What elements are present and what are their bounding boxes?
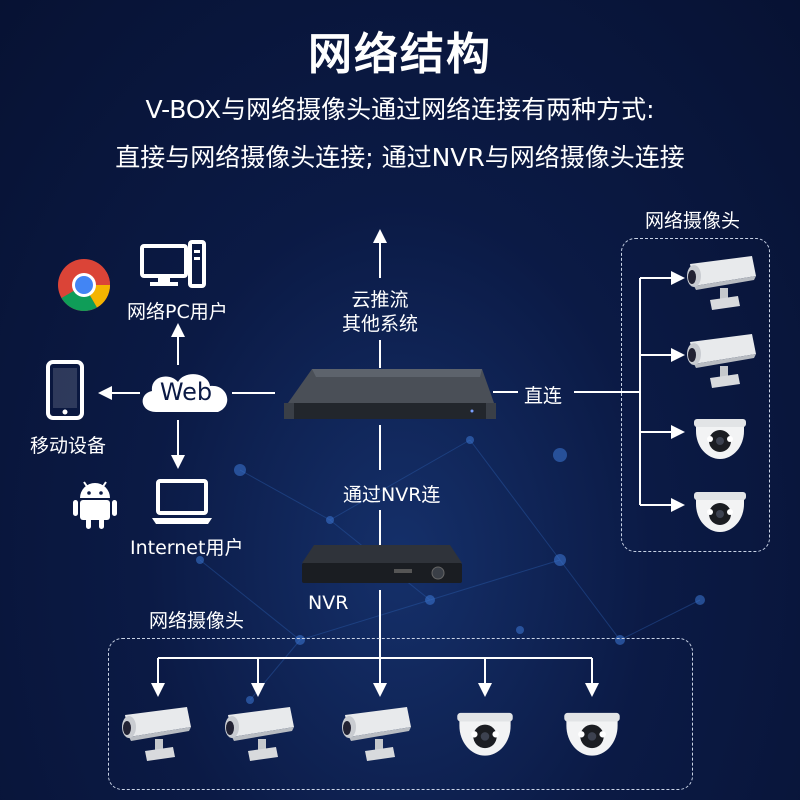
- bullet-camera-icon: [115, 703, 195, 763]
- internet-user-label: Internet用户: [130, 537, 244, 559]
- cloud-line2: 其他系统: [341, 313, 418, 335]
- via-nvr-label: 通过NVR连: [343, 484, 441, 506]
- nvr-label: NVR: [308, 592, 349, 614]
- pc-monitor-icon: [140, 240, 206, 288]
- camera-group-bottom: [108, 638, 693, 790]
- direct-label: 直连: [524, 385, 563, 407]
- bullet-camera-icon: [335, 703, 415, 763]
- dome-camera-icon: [560, 698, 624, 762]
- dome-camera-icon: [453, 698, 517, 762]
- camera-group-bottom-label: 网络摄像头: [149, 610, 245, 632]
- bullet-camera-icon: [680, 252, 760, 312]
- subtitle-line2: 直接与网络摄像头连接; 通过NVR与网络摄像头连接: [115, 143, 685, 172]
- subtitle-line1: V-BOX与网络摄像头通过网络连接有两种方式:: [145, 95, 655, 124]
- web-label: Web: [159, 378, 213, 406]
- bullet-camera-icon: [218, 703, 298, 763]
- dome-camera-icon: [690, 478, 750, 538]
- pc-user-label: 网络PC用户: [127, 301, 228, 323]
- laptop-icon: [152, 479, 212, 524]
- cloud-icon: [142, 374, 228, 412]
- chrome-icon: [58, 259, 110, 311]
- vbox-device-icon: [284, 369, 496, 419]
- smartphone-icon: [46, 360, 84, 420]
- page-title: 网络结构: [308, 29, 492, 80]
- mobile-device-label: 移动设备: [30, 435, 107, 457]
- camera-group-right: [621, 238, 770, 552]
- cloud-label: 云推流 其他系统: [330, 288, 430, 336]
- dome-camera-icon: [690, 405, 750, 465]
- android-icon: [73, 481, 117, 529]
- nvr-device-icon: [302, 545, 462, 583]
- cloud-line1: 云推流: [351, 289, 409, 311]
- bullet-camera-icon: [680, 330, 760, 390]
- camera-group-right-label: 网络摄像头: [645, 210, 741, 232]
